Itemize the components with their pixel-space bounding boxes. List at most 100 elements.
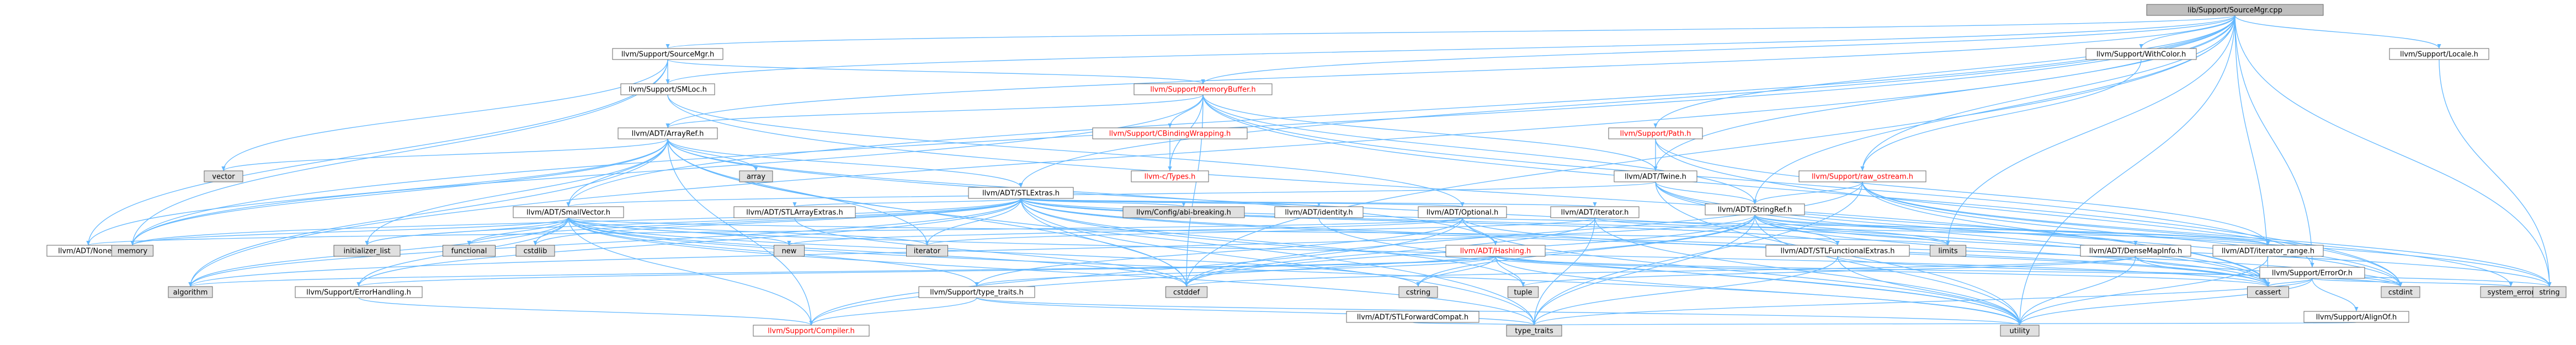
edge-typetraitsh-to-typetraits [976, 297, 1536, 326]
node-label: llvm/Support/type_traits.h [930, 289, 1024, 297]
node-box [515, 245, 555, 257]
node-box [968, 187, 1074, 199]
node-path[interactable]: llvm/Support/Path.h [1608, 127, 1703, 139]
edge-sourcemgr-to-memorybuffer [667, 59, 1205, 84]
edge-densemapinfo-to-utility [2018, 256, 2136, 326]
node-stringref[interactable]: llvm/ADT/StringRef.h [1705, 203, 1805, 215]
node-densemapinfo[interactable]: llvm/ADT/DenseMapInfo.h [2080, 245, 2191, 257]
edge-memorybuffer-to-stringref [1202, 94, 1757, 204]
node-label: llvm/ADT/iterator_range.h [2222, 247, 2314, 256]
node-iterrange[interactable]: llvm/ADT/iterator_range.h [2212, 245, 2324, 257]
node-label: llvm/ADT/DenseMapInfo.h [2089, 247, 2182, 256]
edge-errorh-to-cassert [2266, 278, 2313, 287]
edge-rawostream-to-systemerror [1862, 181, 2513, 287]
node-systemerror: system_error [2480, 286, 2542, 298]
node-label: llvm/Support/WithColor.h [2096, 51, 2186, 59]
edge-alignof-to-typetraits [1534, 320, 2357, 326]
edge-root-to-twine [1653, 15, 2236, 171]
node-sourcemgr[interactable]: llvm/Support/SourceMgr.h [612, 48, 723, 60]
edge-errorh-to-utility [2018, 278, 2313, 326]
node-typetraits: type_traits [1506, 325, 1562, 337]
node-hashing[interactable]: llvm/ADT/Hashing.h [1445, 245, 1546, 257]
node-tuple: tuple [1508, 286, 1539, 298]
node-withcolor[interactable]: llvm/Support/WithColor.h [2085, 48, 2197, 60]
edge-hashing-to-typetraitsh [975, 256, 1496, 287]
node-stlfwd[interactable]: llvm/ADT/STLForwardCompat.h [1346, 311, 1479, 323]
node-twine[interactable]: llvm/ADT/Twine.h [1614, 170, 1697, 182]
node-smallvector[interactable]: llvm/ADT/SmallVector.h [513, 206, 624, 218]
node-box [2381, 286, 2420, 298]
node-label: memory [118, 247, 148, 256]
node-locale[interactable]: llvm/Support/Locale.h [2389, 48, 2489, 60]
node-box [1274, 206, 1364, 218]
node-label: llvm/ADT/ArrayRef.h [632, 130, 704, 138]
node-stlfunctional[interactable]: llvm/ADT/STLFunctionalExtras.h [1765, 245, 1910, 257]
node-typetraitsh[interactable]: llvm/Support/type_traits.h [918, 286, 1035, 298]
edge-smallvector-to-typetraits [568, 217, 1536, 326]
node-box [618, 127, 718, 139]
node-identity[interactable]: llvm/ADT/identity.h [1274, 206, 1364, 218]
edge-stlextras-to-iterator [925, 198, 1021, 246]
edge-stlextras-to-cstddef [1020, 198, 1189, 287]
node-label: llvm/ADT/iterator.h [1561, 209, 1629, 217]
node-label: functional [451, 247, 487, 256]
node-label: cstring [1406, 289, 1430, 297]
node-label: new [782, 247, 797, 256]
node-rawostream[interactable]: llvm/Support/raw_ostream.h [1798, 170, 1926, 182]
edges-layer [86, 15, 2552, 326]
edge-rawostream-to-string [1862, 181, 2552, 287]
edge-stlextras-to-cstdlib [533, 198, 1021, 246]
node-errorh[interactable]: llvm/Support/ErrorOr.h [2259, 267, 2365, 279]
node-root[interactable]: lib/Support/SourceMgr.cpp [2146, 4, 2324, 16]
edge-optional-to-new [787, 217, 1463, 246]
edge-smallvector-to-compiler [568, 217, 813, 326]
node-string: string [2532, 286, 2567, 298]
edge-root-to-sourcemgr [666, 15, 2236, 49]
node-box [513, 206, 624, 218]
edge-stringref-to-cstring [1416, 214, 1755, 287]
node-iteratorh[interactable]: llvm/ADT/iterator.h [1550, 206, 1640, 218]
node-ctypes[interactable]: llvm-c/Types.h [1131, 170, 1209, 182]
node-cstddef: cstddef [1165, 286, 1207, 298]
node-nonetype[interactable]: llvm/ADT/None.h [46, 245, 130, 257]
node-memorybuffer[interactable]: llvm/Support/MemoryBuffer.h [1133, 83, 1273, 95]
edge-stlextras-to-algorithm [188, 198, 1021, 287]
edge-arrayref-to-stlextras [667, 138, 1023, 188]
node-label: lib/Support/SourceMgr.cpp [2188, 7, 2282, 15]
edge-stlextras-to-typetraits [1020, 198, 1536, 326]
edge-stlextras-to-breaking [1020, 198, 1186, 207]
edge-root-to-withcolor [2139, 15, 2236, 49]
node-box [111, 245, 153, 257]
node-stlarrayextras[interactable]: llvm/ADT/STLArrayExtras.h [733, 206, 856, 218]
edge-memorybuffer-to-twine [1202, 94, 1658, 171]
node-arrayref[interactable]: llvm/ADT/ArrayRef.h [618, 127, 718, 139]
node-optional[interactable]: llvm/ADT/Optional.h [1418, 206, 1507, 218]
node-label: llvm/Support/AlignOf.h [2316, 314, 2397, 322]
node-cbinding[interactable]: llvm/Support/CBindingWrapping.h [1092, 127, 1248, 139]
edge-arrayref-to-nonetype [86, 138, 668, 246]
node-label: llvm-c/Types.h [1145, 173, 1196, 181]
node-box [2080, 245, 2191, 257]
node-box [2389, 48, 2489, 60]
node-errorhandling[interactable]: llvm/Support/ErrorHandling.h [295, 286, 423, 298]
node-label: llvm/Support/SourceMgr.h [621, 51, 714, 59]
node-label: llvm/ADT/Optional.h [1427, 209, 1499, 217]
edge-iteratorh-to-cstddef [1184, 217, 1595, 287]
edge-optional-to-typetraitsh [975, 217, 1463, 287]
node-stlextras[interactable]: llvm/ADT/STLExtras.h [968, 187, 1074, 199]
node-smloc[interactable]: llvm/Support/SMLoc.h [620, 83, 715, 95]
node-label: type_traits [1515, 327, 1553, 336]
node-label: cstdlib [524, 247, 547, 256]
edge-path-to-iterrange [1655, 138, 2270, 246]
edge-optional-to-utility [1462, 217, 2022, 326]
node-box [295, 286, 423, 298]
node-alignof[interactable]: llvm/Support/AlignOf.h [2303, 311, 2409, 323]
node-box [2085, 48, 2197, 60]
edge-stlfunctional-to-cstdint [1837, 256, 2403, 287]
edge-sourcemgr-to-memory [130, 59, 668, 246]
node-breaking: llvm/Config/abi-breaking.h [1122, 206, 1245, 218]
node-compiler[interactable]: llvm/Support/Compiler.h [753, 325, 870, 337]
edge-smallvector-to-utility [568, 217, 2022, 326]
node-label: llvm/ADT/Hashing.h [1460, 247, 1531, 256]
